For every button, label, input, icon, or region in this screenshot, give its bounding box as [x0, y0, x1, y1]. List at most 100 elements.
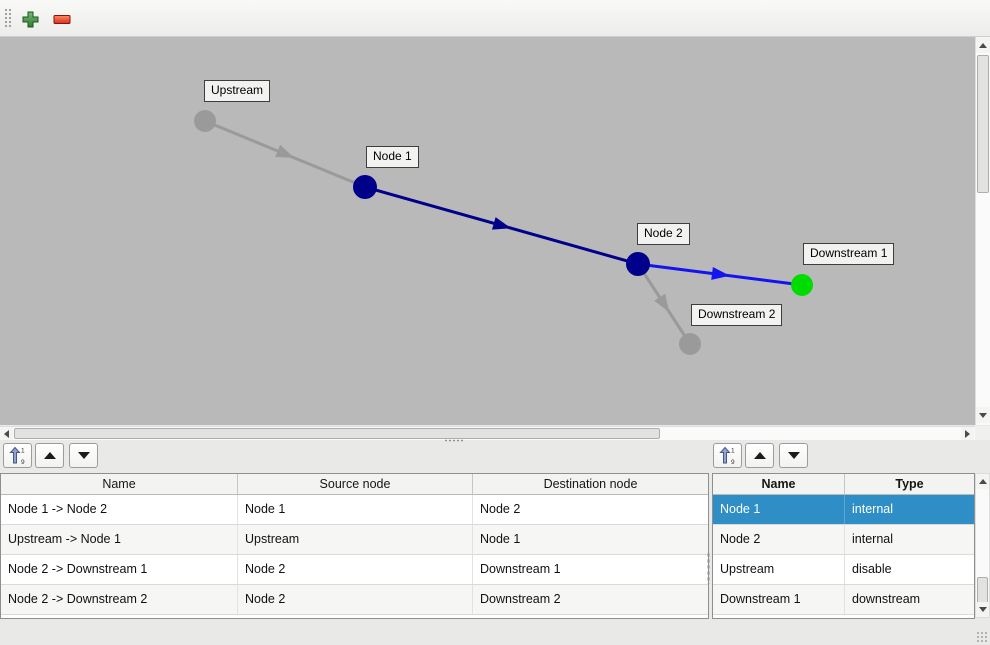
table-cell[interactable]: Upstream — [713, 555, 845, 584]
edges-move-down-button[interactable] — [69, 443, 98, 468]
table-cell[interactable]: Node 2 — [713, 525, 845, 554]
nodes-sort-button[interactable]: 1 9 — [713, 443, 742, 468]
table-cell[interactable]: Node 1 — [713, 495, 845, 524]
canvas-vertical-scrollbar[interactable] — [975, 37, 990, 425]
node-label-downstream2[interactable]: Downstream 2 — [691, 304, 783, 326]
minus-icon — [53, 15, 71, 24]
nodes-table-scrollbar[interactable] — [975, 473, 990, 618]
triangle-down-icon — [978, 607, 987, 612]
graph-node-node2[interactable] — [626, 252, 650, 276]
graph-node-downstream2[interactable] — [679, 333, 701, 355]
triangle-up-icon — [43, 452, 56, 459]
triangle-down-icon — [979, 412, 987, 418]
table-row[interactable]: Node 2 internal — [713, 525, 974, 555]
node-label-upstream[interactable]: Upstream — [204, 80, 271, 102]
scroll-down-button[interactable] — [976, 407, 990, 423]
table-cell[interactable]: Downstream 2 — [480, 592, 561, 606]
table-cell[interactable]: Node 2 — [238, 585, 473, 614]
triangle-up-icon — [753, 452, 766, 459]
table-cell[interactable]: Node 1 — [480, 532, 521, 546]
add-button[interactable] — [18, 8, 42, 30]
node-label-downstream1[interactable]: Downstream 1 — [803, 243, 895, 265]
svg-text:9: 9 — [21, 459, 25, 465]
canvas-horizontal-scrollbar[interactable] — [0, 426, 975, 440]
table-cell[interactable]: disable — [852, 562, 892, 576]
triangle-right-icon — [965, 429, 970, 438]
main-toolbar — [0, 0, 990, 37]
table-row[interactable]: Upstream disable — [713, 555, 974, 585]
nodes-table-header: Name Type — [713, 474, 974, 495]
table-cell[interactable]: internal — [852, 532, 893, 546]
vertical-scroll-thumb[interactable] — [977, 55, 989, 193]
triangle-up-icon — [979, 42, 987, 48]
table-row[interactable]: Node 1 internal — [713, 495, 974, 525]
scroll-up-button[interactable] — [976, 474, 989, 489]
triangle-down-icon — [77, 452, 90, 459]
node-label-node2[interactable]: Node 2 — [637, 223, 690, 245]
sort-ascending-icon: 1 9 — [9, 446, 25, 465]
edges-move-up-button[interactable] — [35, 443, 64, 468]
toolbar-grip[interactable] — [4, 8, 11, 29]
column-header-source-node[interactable]: Source node — [238, 474, 473, 494]
remove-button[interactable] — [50, 8, 74, 30]
scrollbar-corner — [975, 426, 990, 440]
scroll-left-button[interactable] — [0, 427, 13, 440]
table-cell[interactable]: Node 2 — [238, 555, 473, 584]
table-cell[interactable]: Downstream 1 — [713, 585, 845, 614]
plus-icon — [22, 11, 38, 27]
graph-svg — [194, 110, 813, 355]
graph-node-downstream1[interactable] — [791, 274, 813, 296]
table-row[interactable]: Downstream 1 downstream — [713, 585, 974, 615]
scroll-up-button[interactable] — [976, 37, 990, 53]
horizontal-pane-splitter-handle[interactable] — [444, 439, 464, 442]
nodes-move-up-button[interactable] — [745, 443, 774, 468]
edge-arrow-icon — [492, 217, 512, 230]
sort-ascending-icon: 1 9 — [719, 446, 735, 465]
triangle-left-icon — [4, 429, 9, 438]
table-cell[interactable]: Node 2 -> Downstream 2 — [1, 585, 238, 614]
column-header-destination-node[interactable]: Destination node — [543, 477, 638, 491]
vertical-pane-splitter-handle[interactable] — [707, 552, 710, 584]
svg-text:1: 1 — [731, 448, 735, 455]
table-cell[interactable]: Node 1 — [238, 495, 473, 524]
table-cell[interactable]: internal — [852, 502, 893, 516]
edges-sort-button[interactable]: 1 9 — [3, 443, 32, 468]
horizontal-scroll-thumb[interactable] — [14, 428, 660, 439]
node-label-node1[interactable]: Node 1 — [366, 146, 419, 168]
graph-node-node1[interactable] — [353, 175, 377, 199]
table-cell[interactable]: Node 2 -> Downstream 1 — [1, 555, 238, 584]
table-cell[interactable]: Upstream — [238, 525, 473, 554]
graph-node-upstream[interactable] — [194, 110, 216, 132]
window-resize-grip[interactable] — [976, 631, 988, 643]
table-cell[interactable]: downstream — [852, 592, 921, 606]
triangle-up-icon — [978, 479, 987, 484]
svg-text:1: 1 — [21, 448, 25, 455]
nodes-move-down-button[interactable] — [779, 443, 808, 468]
column-header-type[interactable]: Type — [895, 477, 924, 491]
column-header-name[interactable]: Name — [1, 474, 238, 494]
scroll-down-button[interactable] — [976, 602, 989, 617]
edge-arrow-icon — [275, 144, 295, 158]
table-scroll-thumb[interactable] — [977, 577, 988, 604]
svg-text:9: 9 — [731, 459, 735, 465]
scroll-right-button[interactable] — [961, 427, 974, 440]
table-cell[interactable]: Upstream -> Node 1 — [1, 525, 238, 554]
edge-arrow-icon — [711, 267, 730, 280]
table-cell[interactable]: Node 2 — [480, 502, 521, 516]
table-cell[interactable]: Downstream 1 — [480, 562, 561, 576]
table-cell[interactable]: Node 1 -> Node 2 — [1, 495, 238, 524]
edge-arrow-icon — [654, 293, 670, 313]
column-header-name[interactable]: Name — [713, 474, 845, 494]
